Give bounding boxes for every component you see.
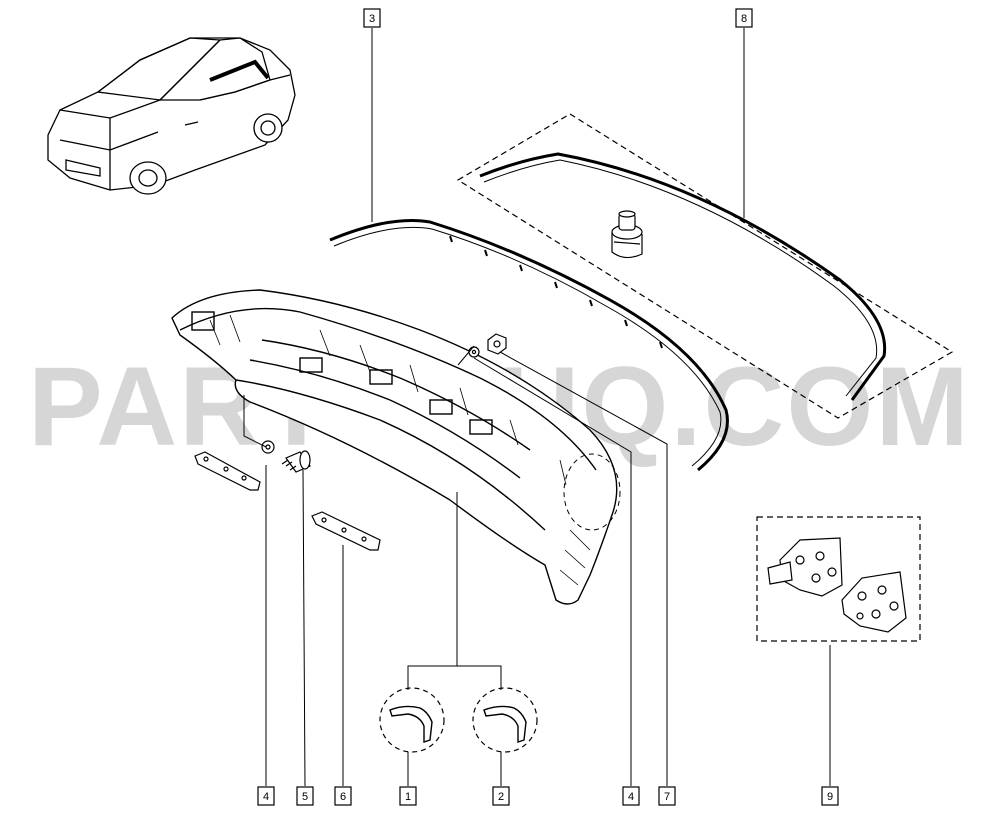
callout-5: 5	[296, 786, 314, 806]
callout-7: 7	[658, 786, 676, 806]
svg-text:4: 4	[628, 791, 634, 803]
callout-4-left: 4	[257, 786, 275, 806]
clip-illustration	[611, 210, 643, 259]
leader-lines	[243, 28, 831, 787]
svg-text:5: 5	[302, 791, 308, 803]
svg-text:3: 3	[369, 13, 375, 25]
screw-part-5	[281, 450, 311, 473]
moulding-strip-part-3	[329, 219, 729, 472]
rear-bumper-illustration	[171, 289, 621, 605]
nut-part-7	[487, 333, 507, 355]
svg-text:7: 7	[664, 791, 670, 803]
clip-strip-left	[194, 451, 261, 491]
svg-text:4: 4	[263, 791, 269, 803]
svg-text:9: 9	[827, 791, 833, 803]
callout-6: 6	[334, 786, 352, 806]
svg-text:6: 6	[340, 791, 346, 803]
svg-text:8: 8	[741, 13, 747, 25]
callout-9: 9	[821, 786, 839, 806]
callout-4-right: 4	[622, 786, 640, 806]
callout-2: 2	[492, 786, 510, 806]
clip-strip-part-6	[311, 511, 381, 551]
callout-8: 8	[735, 8, 753, 28]
callout-1: 1	[399, 786, 417, 806]
car-illustration	[47, 37, 296, 195]
bracket-assembly-part-9	[756, 516, 921, 642]
svg-text:2: 2	[498, 791, 504, 803]
spoiler-assembly-part-8	[456, 113, 954, 419]
callout-3: 3	[363, 8, 381, 28]
detail-circle-part-2	[472, 687, 538, 753]
svg-text:1: 1	[405, 791, 411, 803]
washer-part-4	[261, 346, 480, 454]
detail-circle-part-1	[379, 687, 445, 753]
